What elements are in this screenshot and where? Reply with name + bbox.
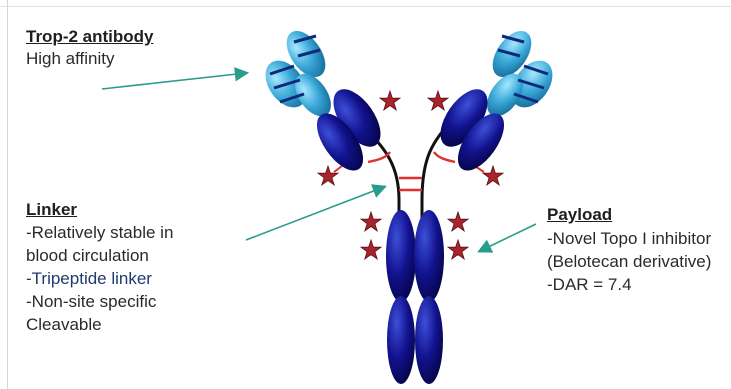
payload-star	[380, 91, 400, 110]
payload-star	[428, 91, 448, 110]
payload-arrow	[480, 224, 536, 251]
linker-site-text: -Non-site specific	[26, 291, 156, 313]
linker-heading: Linker	[26, 199, 77, 221]
linker-stability-text: -Relatively stable in	[26, 222, 173, 244]
fc-domain	[386, 210, 416, 302]
linker-cleavable-text: Cleavable	[26, 314, 102, 336]
antibody-arrow	[102, 73, 246, 89]
payload-star	[361, 240, 381, 259]
fc-domain	[414, 210, 444, 302]
payload-heading: Payload	[547, 204, 612, 226]
payload-dar-text: -DAR = 7.4	[547, 274, 632, 296]
payload-derivative-text: (Belotecan derivative)	[547, 251, 711, 273]
payload-star	[448, 212, 468, 231]
antibody-affinity-text: High affinity	[26, 48, 115, 70]
payload-star	[448, 240, 468, 259]
fc-domain	[415, 296, 443, 384]
payload-star	[361, 212, 381, 231]
linker-right	[434, 152, 455, 162]
payload-star	[483, 166, 503, 185]
payload-star	[318, 166, 338, 185]
linker-type-text: -Tripeptide linker	[26, 268, 152, 290]
antibody-heading: Trop-2 antibody	[26, 26, 154, 48]
linker-circulation-text: blood circulation	[26, 245, 149, 267]
linker-arrow	[246, 187, 384, 240]
payload-inhibitor-text: -Novel Topo I inhibitor	[547, 228, 711, 250]
fc-domain	[387, 296, 415, 384]
